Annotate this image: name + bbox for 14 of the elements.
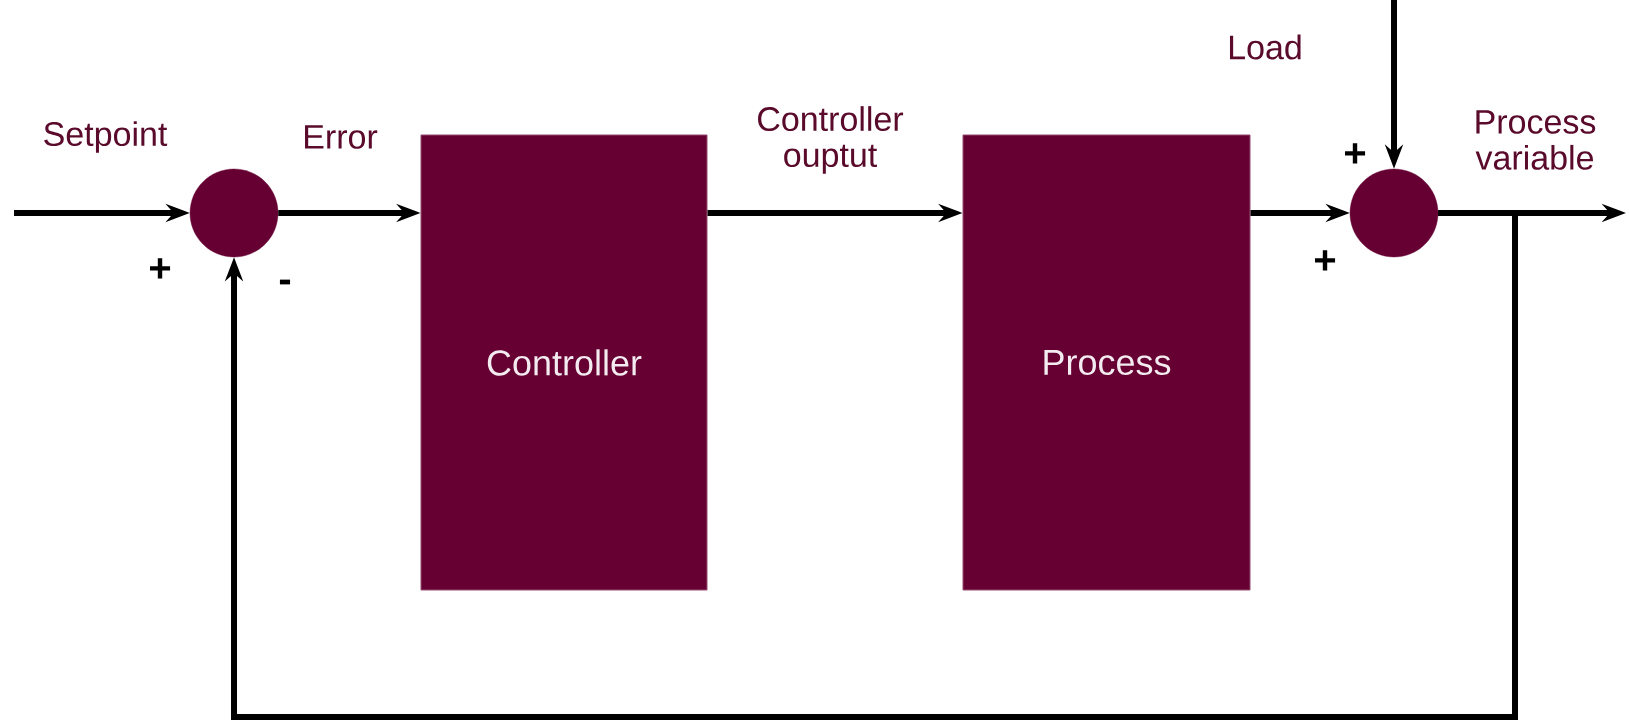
summing-junction — [1349, 168, 1439, 258]
sign-label: + — [1315, 250, 1336, 271]
edge-label: Load — [1230, 34, 1301, 60]
summing-junction — [189, 168, 279, 258]
edge-label: Process variable — [1475, 110, 1596, 170]
edge-label: Controller ouptut — [758, 106, 904, 174]
sign-label: + — [150, 258, 171, 279]
sign-label: - — [279, 279, 291, 285]
sign-label: + — [1345, 143, 1366, 164]
block-box: Controller — [420, 134, 708, 591]
edge-label: Setpoint — [44, 121, 168, 153]
block-box: Process — [962, 134, 1251, 591]
arrow — [224, 210, 1518, 720]
edge-label: Error — [305, 125, 378, 149]
